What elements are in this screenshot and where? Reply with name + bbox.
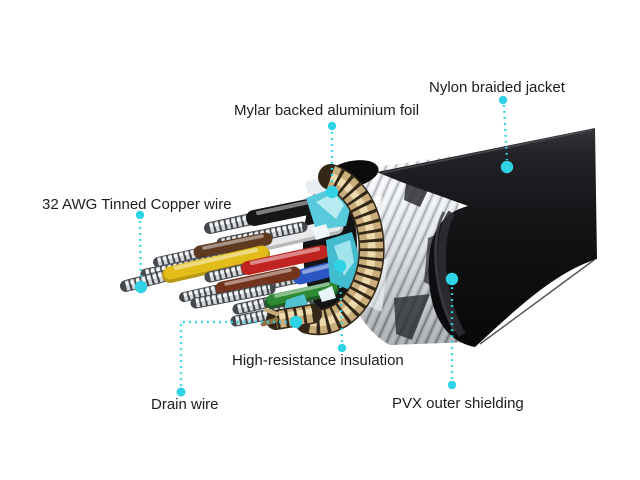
anchor-dot-nylon-braided-jacket — [500, 160, 514, 174]
wire-maroon — [179, 266, 301, 302]
callout-label-high-resistance-insulation: High-resistance insulation — [232, 352, 404, 369]
label-dot-drain-wire — [176, 387, 186, 397]
label-dot-pvx-outer-shielding — [447, 380, 457, 390]
wire-brown — [153, 232, 273, 267]
label-dot-high-resistance-insulation — [337, 343, 347, 353]
callout-label-mylar-backed-aluminium-foil: Mylar backed aluminium foil — [234, 102, 420, 119]
callout-label-pvx-outer-shielding: PVX outer shielding — [392, 395, 524, 412]
label-dot-tinned-copper-wire — [135, 210, 145, 220]
leader-lines — [138, 104, 509, 386]
callout-label-nylon-braided-jacket: Nylon braided jacket — [429, 79, 565, 96]
mylar-foil — [284, 174, 360, 318]
wire-red — [204, 245, 329, 283]
callout-label-drain-wire: Drain wire — [151, 396, 219, 413]
label-dot-nylon-braided-jacket — [498, 95, 508, 105]
callout-label-awg-tinned-copper-wire: 32 AWG Tinned Copper wire — [42, 196, 232, 213]
wire-yellow — [120, 245, 270, 292]
anchor-dot-tinned-copper-wire — [134, 280, 148, 294]
pvx-layer-edge — [437, 210, 466, 337]
anchor-dot-pvx-outer-shielding — [445, 272, 459, 286]
anchor-dot-drain-wire — [289, 315, 303, 329]
leader-dots — [134, 95, 514, 397]
leader-line-tinned-copper-wire — [138, 220, 143, 281]
label-dot-mylar-foil — [327, 121, 337, 131]
anchor-dot-mylar-foil — [325, 185, 339, 199]
anchor-dot-high-resistance-insulation — [333, 259, 347, 273]
wire-braided-bare — [190, 283, 276, 309]
cable-jacket — [377, 128, 597, 347]
